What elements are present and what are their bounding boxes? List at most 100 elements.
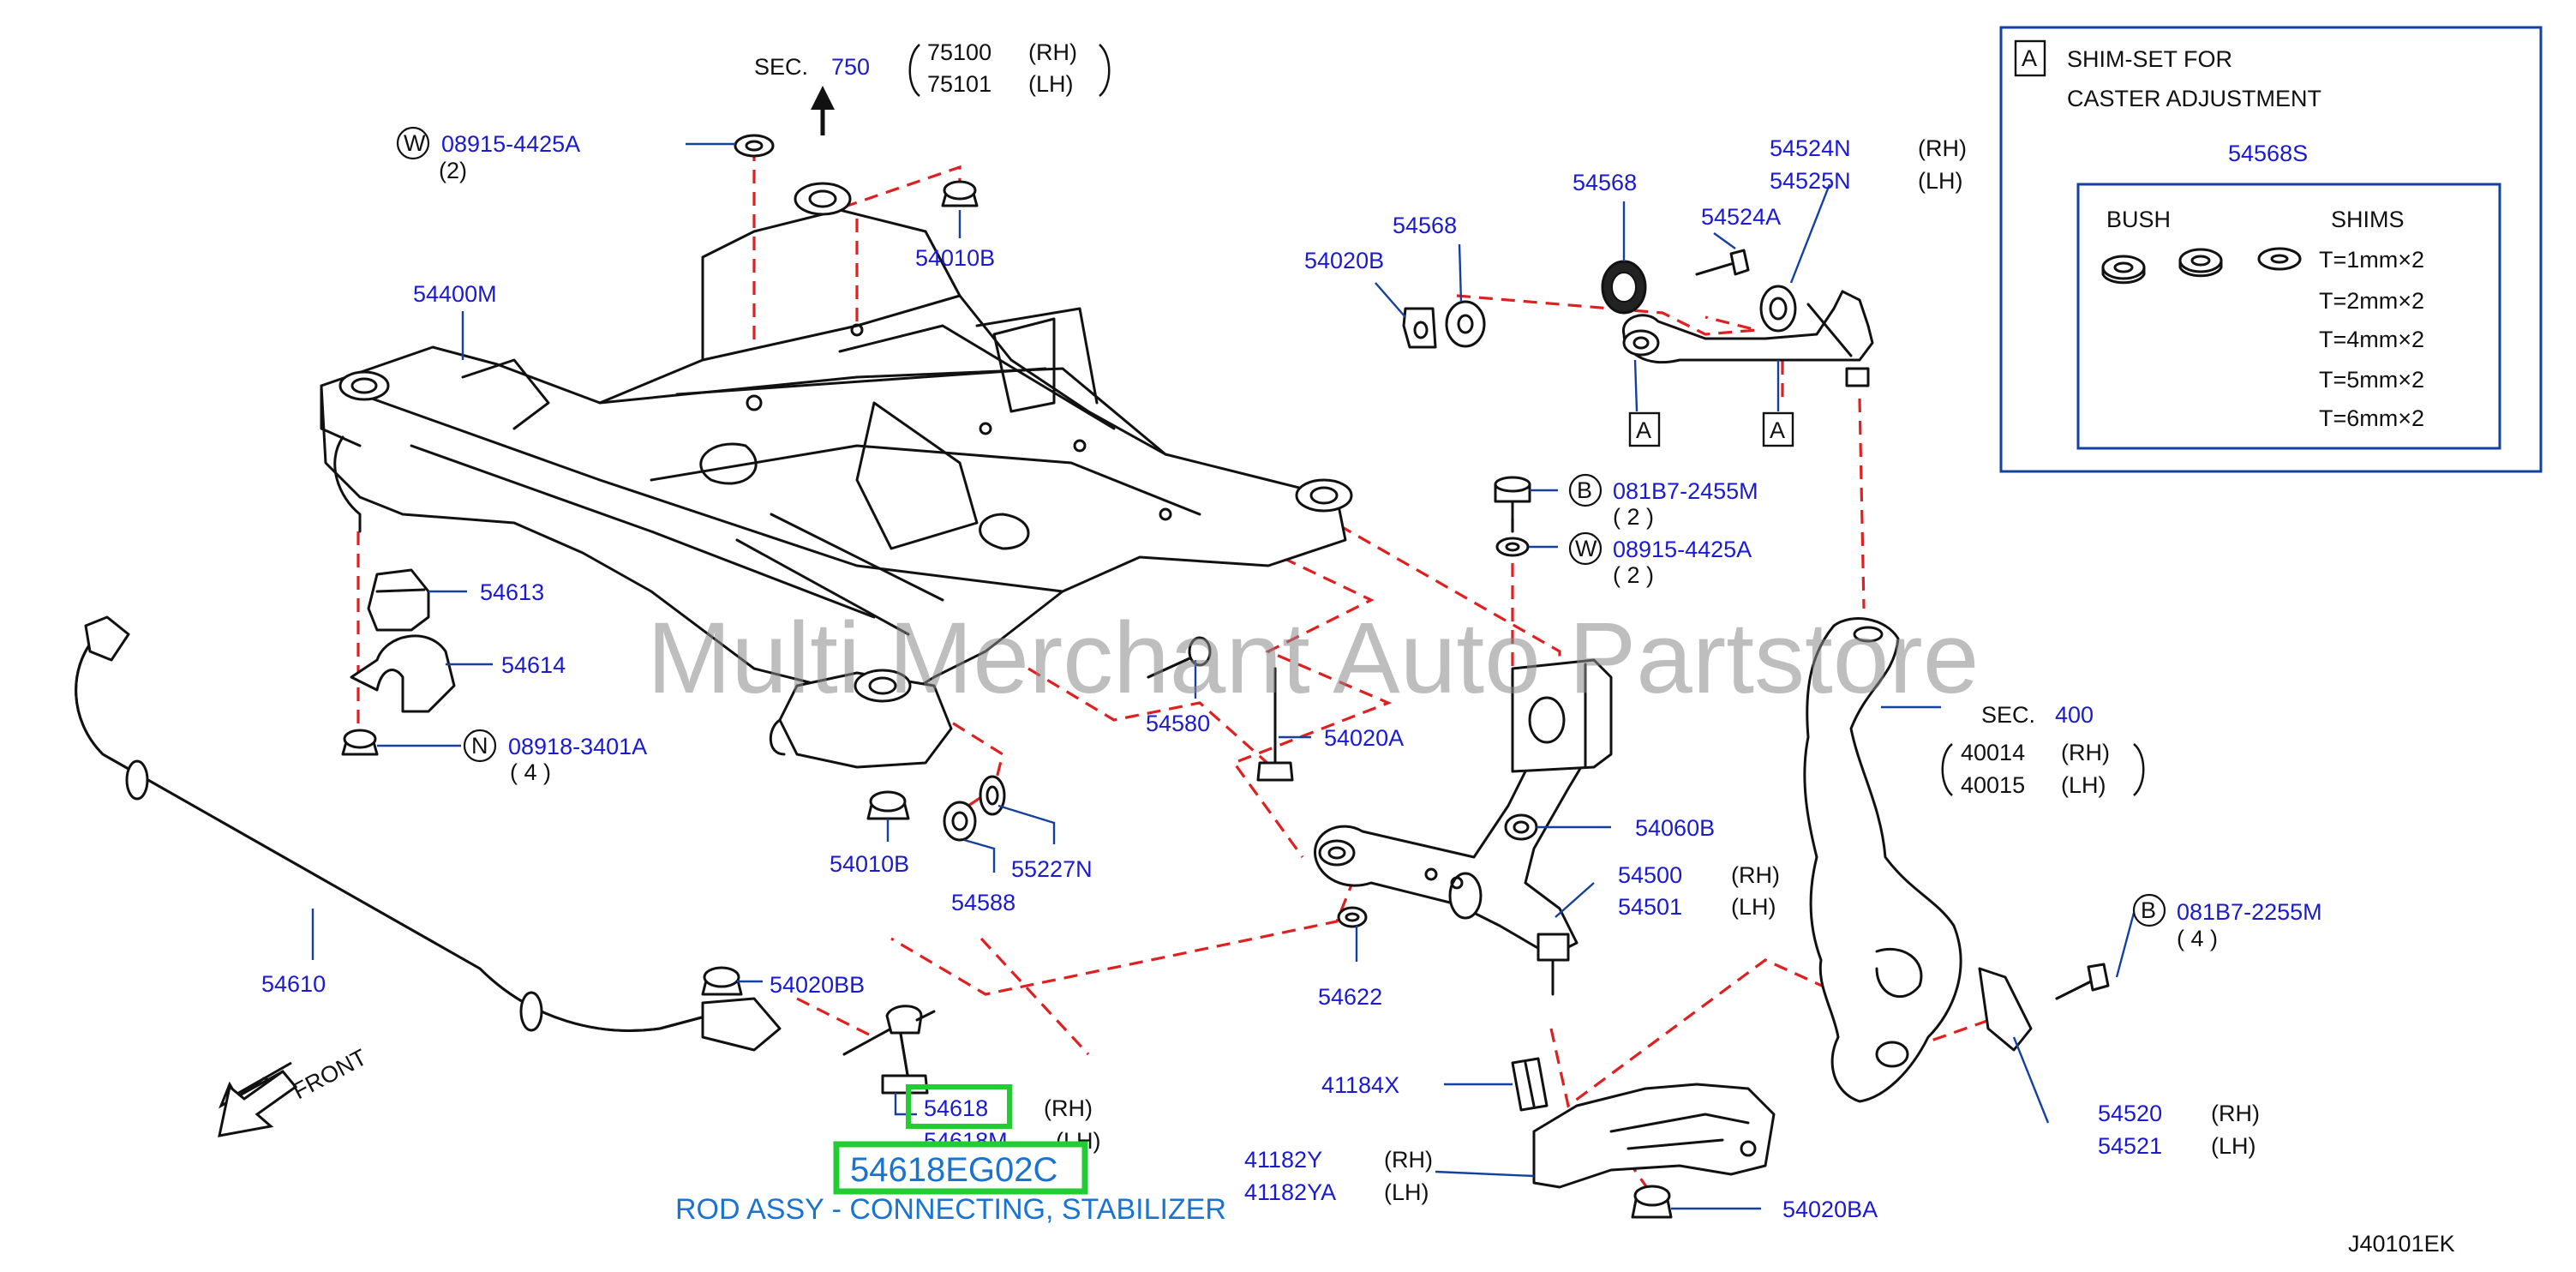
bolt-54524A [1695, 249, 1750, 276]
shim-tag: A [2022, 45, 2037, 71]
sec-750-rh-tag: (RH) [1028, 39, 1077, 65]
arrow-up-icon [811, 86, 835, 135]
shim-size-1: T=1mm×2 [2319, 247, 2424, 273]
part-54521[interactable]: 54521 [2098, 1133, 2162, 1159]
sec-750-rh: 75100 [927, 39, 991, 65]
leader-lines [311, 142, 2274, 1210]
part-41184X[interactable]: 41184X [1321, 1072, 1399, 1098]
part-08915-4425A-mid[interactable]: 08915-4425A [1613, 537, 1752, 562]
tag-41182YA: (LH) [1384, 1179, 1429, 1205]
qty-08915-mid: ( 2 ) [1613, 562, 1654, 588]
nut-54020BB [701, 966, 743, 996]
part-54610[interactable]: 54610 [261, 971, 326, 997]
tag-b-icon: B [2141, 897, 2156, 923]
watermark: Multi Merchant Auto Partstore [647, 602, 1979, 715]
tag-54501: (LH) [1731, 894, 1776, 920]
shim-set-panel: A SHIM-SET FOR CASTER ADJUSTMENT 54568S … [1999, 26, 2543, 473]
part-54618[interactable]: 54618 [924, 1095, 988, 1121]
highlight-box-54618 [906, 1084, 1012, 1129]
part-55227N[interactable]: 55227N [1011, 856, 1093, 882]
tag-41182Y: (RH) [1384, 1147, 1433, 1173]
part-41182Y[interactable]: 41182Y [1244, 1147, 1322, 1173]
sec-400-prefix: SEC. [1981, 702, 2035, 728]
washer-08915-top [734, 134, 775, 158]
part-41182YA[interactable]: 41182YA [1244, 1179, 1336, 1205]
bush-icon [2101, 255, 2146, 285]
part-54524A[interactable]: 54524A [1701, 204, 1781, 230]
lower-arm-54500 [1314, 658, 1613, 996]
nut-54010B-bottom [866, 790, 910, 820]
tag-54524N: (RH) [1918, 135, 1967, 161]
front-label: FRONT [289, 1044, 371, 1104]
nut-54010B-top [941, 180, 979, 207]
part-54614[interactable]: 54614 [501, 652, 566, 678]
tag-b-icon: B [1577, 477, 1592, 503]
bolt-081B7-right [2055, 963, 2110, 1000]
qty-08918: ( 4 ) [510, 759, 551, 785]
part-081B7-2455M[interactable]: 081B7-2455M [1613, 478, 1758, 504]
part-54525N[interactable]: 54525N [1770, 168, 1851, 194]
callout-081B7-right: B 081B7-2255M ( 4 ) [2132, 893, 2322, 951]
part-54524N[interactable]: 54524N [1770, 135, 1851, 161]
part-54568S[interactable]: 54568S [2228, 141, 2308, 166]
washer-55227N [979, 775, 1006, 816]
part-54588[interactable]: 54588 [951, 890, 1015, 915]
part-54400M[interactable]: 54400M [413, 281, 497, 307]
stabilizer-link-54618 [842, 1005, 936, 1095]
sec-400-rh: 40014 [1961, 740, 2025, 765]
part-54020B[interactable]: 54020B [1304, 248, 1384, 273]
bushing-54613 [367, 568, 430, 632]
part-54568-left[interactable]: 54568 [1393, 213, 1457, 238]
part-081B7-2255M[interactable]: 081B7-2255M [2177, 899, 2322, 925]
bolt-081B7-mid [1494, 476, 1531, 533]
part-54568-right[interactable]: 54568 [1573, 170, 1637, 195]
nut-54020BA [1631, 1185, 1673, 1219]
part-54613[interactable]: 54613 [480, 579, 544, 605]
tag-a-left: A [1628, 411, 1661, 447]
steering-knuckle [1803, 617, 2033, 1103]
shim-tag-box [2014, 39, 2046, 77]
washer-54622 [1337, 906, 1368, 928]
part-54622[interactable]: 54622 [1318, 984, 1382, 1010]
part-54501[interactable]: 54501 [1618, 894, 1682, 920]
sec-400-lh: 40015 [1961, 772, 2025, 798]
part-54060B[interactable]: 54060B [1635, 815, 1715, 841]
bolt-54580 [1147, 636, 1212, 679]
part-description: ROD ASSY - CONNECTING, STABILIZER [675, 1193, 1226, 1226]
nut-54060B [1504, 813, 1538, 841]
shim-title-line2: CASTER ADJUSTMENT [2067, 86, 2321, 111]
nut-54588 [943, 801, 977, 842]
sec-750-callout: SEC. 750 75100 75101 (RH) (LH) [754, 39, 1111, 97]
part-54020BA[interactable]: 54020BA [1782, 1197, 1878, 1222]
part-54010B-bottom[interactable]: 54010B [830, 851, 909, 877]
bolt-54020A [1256, 667, 1294, 782]
sec-400-number[interactable]: 400 [2055, 702, 2094, 728]
part-54010B-top[interactable]: 54010B [915, 245, 995, 271]
svg-text:A: A [1636, 417, 1651, 443]
arrow-left-icon [218, 1069, 298, 1137]
highlighted-part-number[interactable]: 54618EG02C [850, 1151, 1057, 1189]
part-54500[interactable]: 54500 [1618, 862, 1682, 888]
sec-400-lh-tag: (LH) [2061, 772, 2106, 798]
front-indicator: FRONT [218, 1044, 371, 1137]
highlight-box-part-number [833, 1141, 1088, 1195]
shim-icon [2257, 247, 2302, 271]
tag-54618: (RH) [1044, 1095, 1093, 1121]
tag-54525N: (LH) [1918, 168, 1963, 194]
part-54580[interactable]: 54580 [1146, 711, 1210, 736]
clamp-54614 [350, 634, 456, 713]
shim-size-4: T=5mm×2 [2319, 367, 2424, 393]
part-08915-4425A-top[interactable]: 08915-4425A [441, 131, 580, 157]
tag-w-icon: W [404, 130, 426, 156]
crossmember-54400M [320, 182, 1353, 769]
sec-750-number[interactable]: 750 [831, 54, 870, 80]
tag-54520: (RH) [2211, 1101, 2260, 1126]
part-54020BB[interactable]: 54020BB [770, 972, 865, 998]
shim-size-3: T=4mm×2 [2319, 327, 2424, 352]
washer-08915-mid [1495, 537, 1530, 557]
part-54020A[interactable]: 54020A [1324, 725, 1404, 751]
bush-icon [2178, 248, 2223, 278]
part-08918-3401A[interactable]: 08918-3401A [508, 734, 647, 759]
part-54520[interactable]: 54520 [2098, 1101, 2162, 1126]
